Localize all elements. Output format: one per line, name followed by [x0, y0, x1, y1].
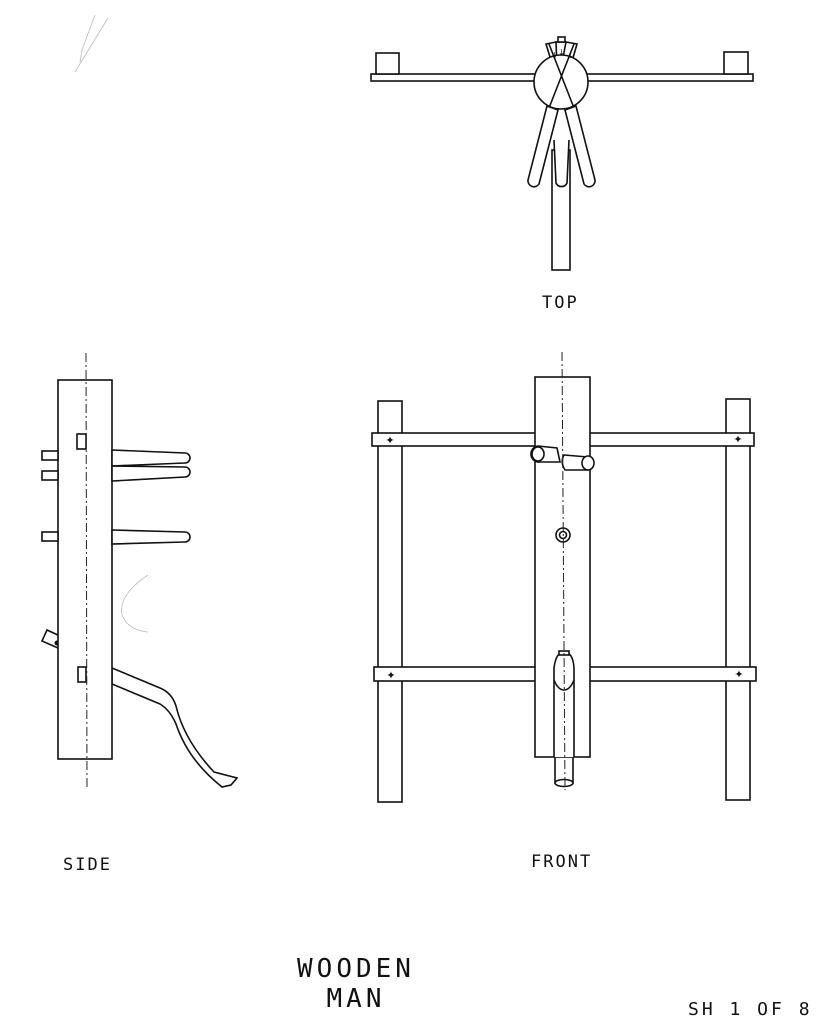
- side-view-label: SIDE: [63, 855, 112, 875]
- front-view: ✦ ✦ ✦ ✦: [371, 351, 757, 803]
- front-right-post: [725, 398, 751, 801]
- drawing-title: WOODEN MAN: [286, 954, 426, 1014]
- side-tenon-2: [41, 470, 59, 481]
- top-view-label: TOP: [542, 293, 579, 313]
- side-arm-upper-1: [111, 449, 191, 467]
- front-view-label: FRONT: [531, 852, 593, 872]
- front-arm-right-end: [581, 455, 595, 471]
- bolt-icon: ✦: [386, 669, 395, 682]
- top-arm-left: [527, 104, 559, 188]
- side-arm-upper-2: [111, 465, 191, 482]
- side-tenon-3: [41, 531, 59, 542]
- front-left-post: [377, 400, 403, 803]
- title-line-1: WOODEN: [297, 954, 415, 984]
- bolt-icon: ✦: [734, 668, 743, 681]
- side-leg: [111, 666, 239, 788]
- arrow-icon: ↓: [551, 51, 558, 60]
- arrow-icon: ↓: [567, 51, 574, 60]
- front-centerline: [561, 351, 566, 791]
- side-slot-lower: [77, 666, 87, 683]
- side-slot-upper: [76, 433, 87, 450]
- top-arm-line: [548, 43, 575, 109]
- front-leg-curve: [553, 679, 575, 691]
- side-centerline: [85, 352, 88, 791]
- top-view: ↓ ↓ ↓: [370, 36, 754, 271]
- front-leg-end: [554, 778, 574, 788]
- title-line-2: MAN: [326, 984, 386, 1014]
- side-view: [40, 352, 239, 791]
- bolt-icon: ✦: [385, 434, 394, 447]
- front-arm-left-end: [531, 446, 545, 462]
- top-arm-middle: [553, 139, 570, 188]
- top-arm-right: [564, 104, 596, 188]
- top-right-post: [723, 51, 749, 75]
- top-head-cap: [557, 36, 566, 43]
- top-left-post: [375, 52, 400, 75]
- sheet-number: SH 1 OF 8: [688, 999, 813, 1020]
- bolt-icon: ✦: [733, 433, 742, 446]
- scan-artifact: [79, 14, 96, 63]
- top-trunk: [533, 54, 589, 110]
- side-tenon-1: [41, 450, 59, 461]
- arrow-icon: ↓: [558, 48, 565, 57]
- side-arm-middle: [111, 529, 191, 545]
- scan-artifact: [74, 17, 109, 73]
- scan-artifact: [121, 574, 149, 633]
